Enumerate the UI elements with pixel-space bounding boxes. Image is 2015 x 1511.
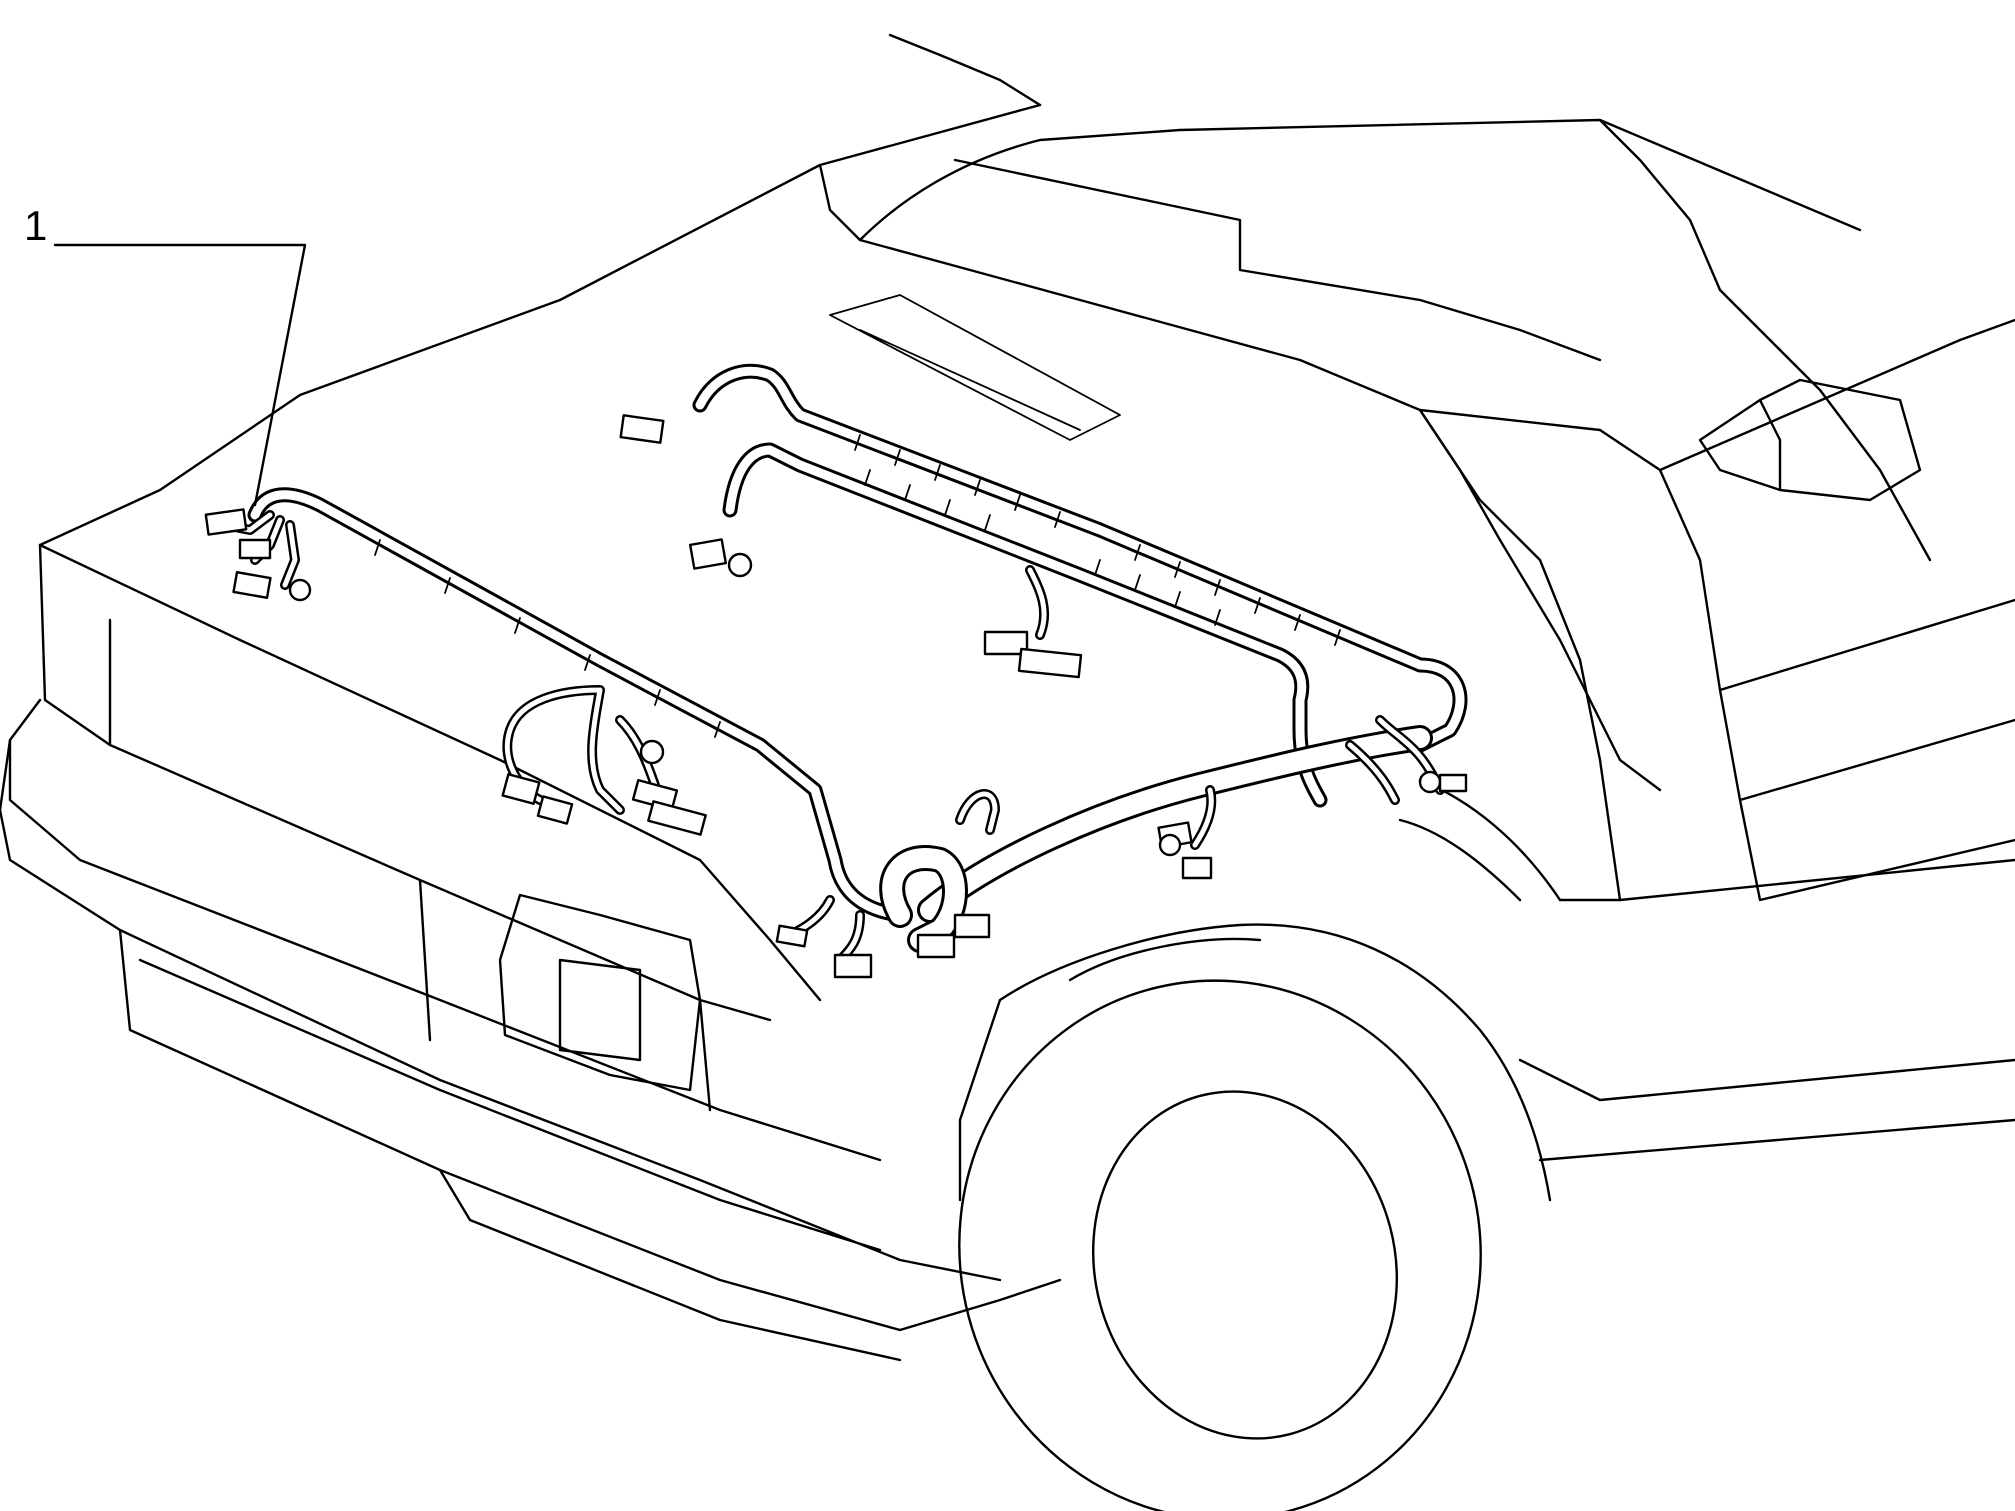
harness-rear-trunk-upper <box>692 363 1468 753</box>
windshield <box>858 33 1862 362</box>
front-grille <box>8 543 882 1162</box>
cowl-vent <box>829 294 1121 441</box>
hood-outline <box>38 103 1662 1002</box>
connector-bumper-4 <box>953 913 991 939</box>
harness-mid-drop <box>1025 565 1445 850</box>
connectors <box>204 414 1468 979</box>
connector-left-3 <box>232 570 272 600</box>
lower-body <box>1518 858 2015 1162</box>
connector-rear-3 <box>727 552 753 578</box>
connector-center-5 <box>639 739 665 765</box>
harness-front-trunk <box>247 487 908 923</box>
car-body <box>0 33 2015 1511</box>
wiring-harness <box>204 363 1468 979</box>
connector-fender-3 <box>1158 833 1182 857</box>
connector-bumper-3 <box>916 933 956 959</box>
connector-left-4 <box>288 578 312 602</box>
connector-left-1 <box>204 508 248 536</box>
connector-fender-2 <box>1181 856 1213 880</box>
front-tire <box>958 979 1482 1511</box>
connector-mid-1 <box>983 630 1029 656</box>
connector-center-2 <box>536 795 574 825</box>
front-fender <box>1398 408 1622 902</box>
wheel-arch <box>958 923 1552 1202</box>
connector-rear-2 <box>688 538 728 570</box>
callout-1-leader <box>53 243 307 507</box>
front-rim <box>1091 1090 1399 1440</box>
connector-center-1 <box>501 773 541 805</box>
connector-mid-2 <box>1017 647 1083 679</box>
front-bumper <box>0 738 1062 1362</box>
headlight <box>498 893 702 1092</box>
connector-fender-4 <box>1418 770 1442 794</box>
connector-center-4 <box>647 800 707 836</box>
connector-bumper-2 <box>833 953 873 979</box>
callout-1-number: 1 <box>24 202 48 249</box>
connector-left-2 <box>238 538 272 560</box>
connector-bumper-1 <box>775 924 809 948</box>
connector-fender-5 <box>1438 773 1468 793</box>
connector-rear-1 <box>619 414 665 444</box>
a-pillar <box>1598 288 2015 902</box>
side-mirror <box>1698 378 1922 502</box>
harness-ties <box>374 434 1341 738</box>
